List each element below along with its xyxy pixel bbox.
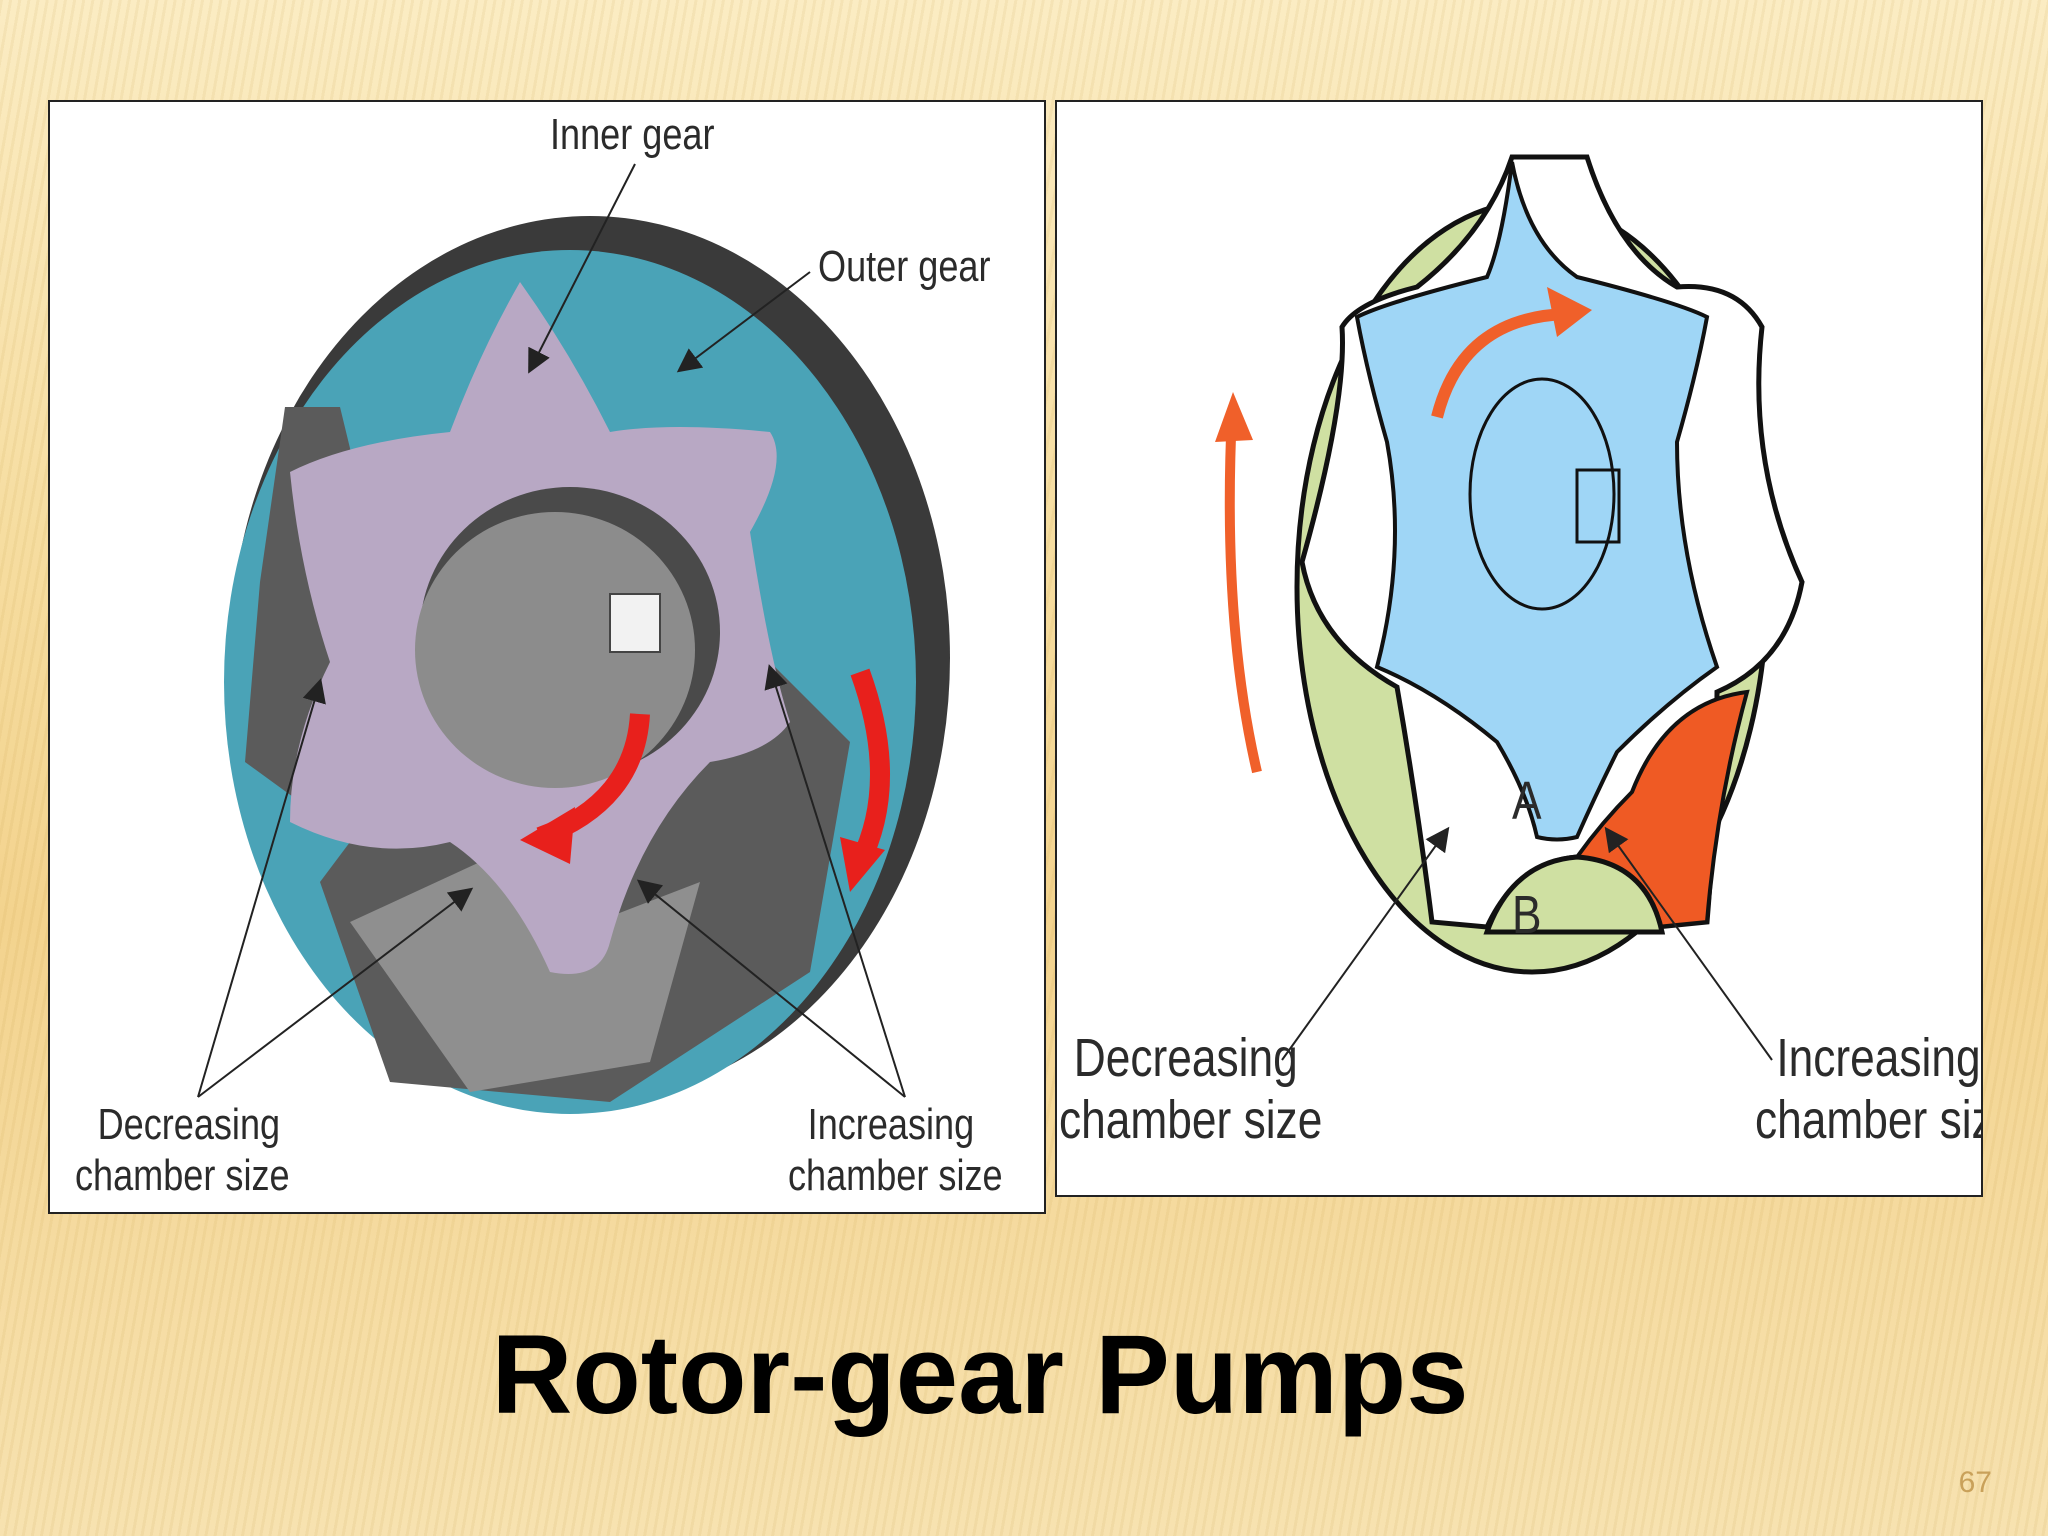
hub-bore — [415, 512, 695, 788]
label-increasing-line1: Increasing — [807, 1100, 975, 1149]
left-diagram-panel: Inner gear Outer gear Decreasing chamber… — [48, 100, 1046, 1214]
label-increasing-chamber-right: Increasing chamber size — [1755, 1027, 1981, 1151]
label-increasing-chamber-left: Increasing chamber size — [788, 1100, 1003, 1201]
rotation-arrow-outer-head — [1215, 392, 1253, 442]
shaft-key — [609, 593, 661, 653]
leader-increasing-2 — [636, 879, 906, 1098]
label-inner-gear: Inner gear — [550, 110, 715, 159]
leader-decreasing-2 — [197, 887, 474, 1098]
slide-title: Rotor-gear Pumps — [491, 1312, 1469, 1437]
label-increasing-line2: chamber size — [1755, 1090, 1981, 1151]
label-decreasing-line2: chamber size — [75, 1150, 290, 1200]
rotation-arrow-outer-head — [840, 837, 885, 892]
inner-gear-key — [1575, 468, 1621, 544]
leader-decreasing — [1281, 826, 1450, 1061]
right-pump-schematic — [1215, 154, 1805, 1061]
inner-gear — [1354, 161, 1720, 842]
label-point-a: A — [1512, 771, 1542, 831]
left-pump-illustration — [197, 163, 950, 1114]
leader-inner-gear — [528, 163, 636, 374]
leader-outer-gear — [676, 271, 811, 373]
right-diagram-panel: A B Decreasing chamber size Increasing c… — [1055, 100, 1983, 1197]
label-decreasing-line1: Decreasing — [1073, 1028, 1298, 1088]
label-increasing-line1: Increasing — [1776, 1028, 1981, 1088]
rotation-arrow-inner-head — [1547, 287, 1592, 337]
label-outer-gear: Outer gear — [818, 242, 991, 291]
leader-increasing-1 — [764, 664, 906, 1098]
rotation-arrow-inner — [1431, 308, 1568, 419]
label-decreasing-chamber-left: Decreasing chamber size — [75, 1100, 290, 1201]
label-decreasing-chamber-right: Decreasing chamber size — [1059, 1027, 1322, 1151]
leader-decreasing-1 — [197, 678, 326, 1098]
leader-increasing — [1604, 826, 1773, 1061]
label-decreasing-line2: chamber size — [1059, 1090, 1323, 1151]
label-point-b: B — [1512, 885, 1542, 945]
inner-gear-bore — [1468, 377, 1616, 611]
outer-gear-lobe-b — [1483, 854, 1666, 935]
label-increasing-line2: chamber size — [788, 1150, 1003, 1200]
page-number: 67 — [1958, 1466, 1992, 1499]
rotation-arrow-outer — [850, 668, 890, 867]
label-decreasing-line1: Decreasing — [97, 1100, 281, 1149]
rotation-arrow-inner-head — [520, 807, 575, 864]
rotation-arrow-outer — [1224, 411, 1262, 774]
